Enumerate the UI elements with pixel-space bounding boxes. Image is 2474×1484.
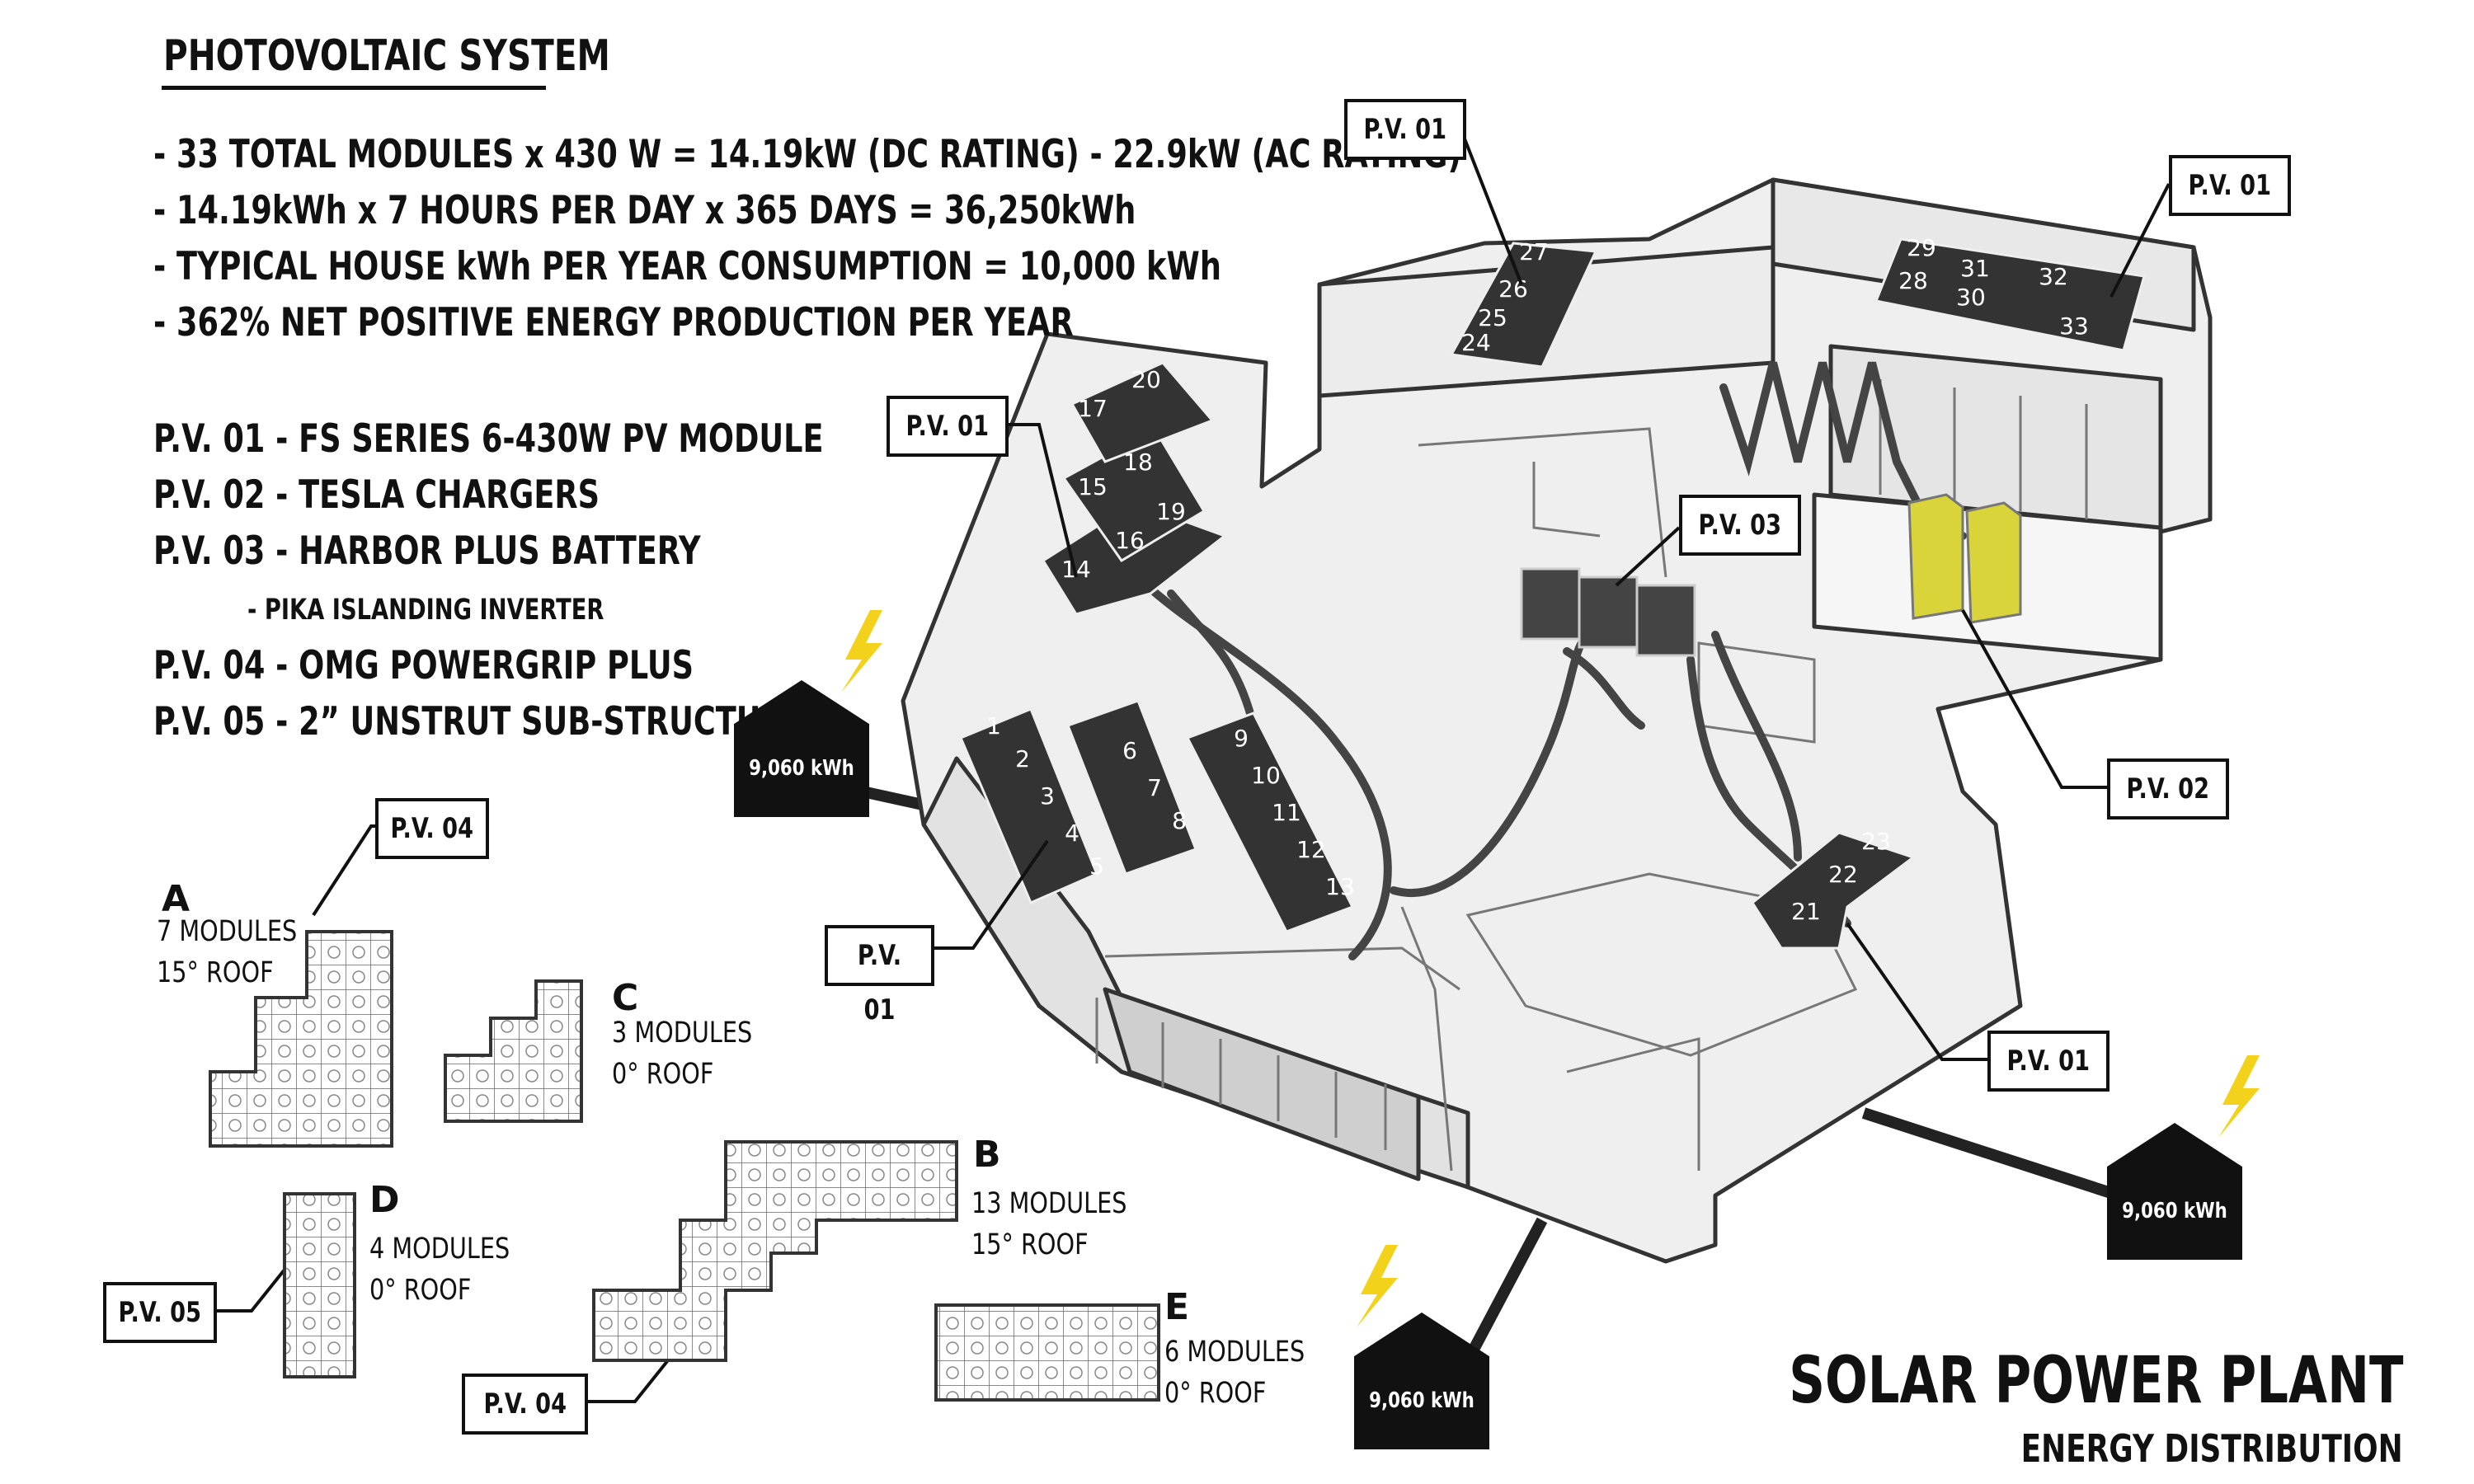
group-c-roof: 0° ROOF — [612, 1054, 752, 1095]
legend-pv03: P.V. 03 - HARBOR PLUS BATTERY — [153, 528, 701, 574]
callout-pv01-lower-right: P.V. 01 — [1987, 1031, 2109, 1092]
module-number-6: 6 — [1122, 737, 1137, 764]
callout-pv01-roof-left: P.V. 01 — [887, 396, 1009, 457]
module-number-33: 33 — [2059, 312, 2089, 340]
module-number-16: 16 — [1115, 527, 1145, 554]
legend-pv04: P.V. 04 - OMG POWERGRIP PLUS — [153, 643, 694, 688]
module-number-11: 11 — [1272, 799, 1301, 826]
group-b-roof: 15° ROOF — [971, 1224, 1126, 1266]
module-number-31: 31 — [1960, 255, 1990, 282]
lightning-bolt-left — [841, 610, 882, 693]
callout-pv01-top: P.V. 01 — [1344, 99, 1466, 160]
module-number-32: 32 — [2039, 263, 2068, 290]
group-d-letter: D — [369, 1179, 400, 1221]
group-c-modules: 3 MODULES — [612, 1012, 752, 1054]
module-number-15: 15 — [1078, 473, 1108, 500]
plant-subtitle: ENERGY DISTRIBUTION — [2021, 1426, 2403, 1471]
group-b-letter: B — [973, 1134, 1001, 1176]
callout-pv05: P.V. 05 — [103, 1282, 217, 1343]
group-d-roof: 0° ROOF — [369, 1270, 510, 1311]
lightning-bolt-right — [2218, 1055, 2260, 1138]
module-number-23: 23 — [1861, 828, 1891, 855]
callout-pv04-b: P.V. 04 — [462, 1374, 588, 1435]
legend-pv02: P.V. 02 - TESLA CHARGERS — [153, 472, 600, 518]
callout-pv01-top-right: P.V. 01 — [2169, 155, 2291, 216]
module-number-22: 22 — [1828, 861, 1858, 888]
module-number-8: 8 — [1172, 807, 1187, 834]
module-number-18: 18 — [1123, 448, 1153, 476]
module-number-9: 9 — [1234, 725, 1249, 752]
module-number-19: 19 — [1156, 498, 1186, 525]
lightning-bolt-bottom — [1357, 1245, 1398, 1327]
module-number-1: 1 — [986, 712, 1001, 740]
module-layouts — [210, 932, 1159, 1400]
module-number-21: 21 — [1791, 898, 1821, 925]
layout-d — [285, 1194, 355, 1377]
module-number-30: 30 — [1956, 284, 1986, 311]
callout-pv01-front: P.V. 01 — [825, 925, 934, 986]
group-a-modules: 7 MODULES — [157, 911, 297, 952]
module-number-20: 20 — [1131, 366, 1161, 393]
stat-line-1: - 33 TOTAL MODULES x 430 W = 14.19kW (DC… — [153, 132, 1461, 177]
group-c-info: 3 MODULES 0° ROOF — [612, 1012, 752, 1095]
title-underline — [162, 86, 546, 90]
legend-pv03-sub: - PIKA ISLANDING INVERTER — [247, 594, 604, 627]
group-d-modules: 4 MODULES — [369, 1228, 510, 1270]
module-number-24: 24 — [1461, 329, 1491, 356]
group-e-roof: 0° ROOF — [1164, 1373, 1305, 1414]
module-number-2: 2 — [1015, 745, 1030, 773]
module-number-14: 14 — [1061, 556, 1091, 583]
plant-title: SOLAR POWER PLANT — [1789, 1344, 2403, 1418]
legend-pv01: P.V. 01 - FS SERIES 6-430W PV MODULE — [153, 416, 824, 462]
module-number-29: 29 — [1907, 234, 1936, 261]
module-number-27: 27 — [1519, 238, 1549, 265]
callout-pv02: P.V. 02 — [2107, 758, 2229, 819]
layout-e — [936, 1305, 1159, 1400]
group-a-info: 7 MODULES 15° ROOF — [157, 911, 297, 993]
module-number-3: 3 — [1040, 782, 1055, 810]
group-d-info: 4 MODULES 0° ROOF — [369, 1228, 510, 1311]
module-number-26: 26 — [1498, 275, 1528, 303]
group-b-info: 13 MODULES 15° ROOF — [971, 1183, 1126, 1266]
module-number-25: 25 — [1478, 304, 1507, 331]
group-e-modules: 6 MODULES — [1164, 1331, 1305, 1373]
stat-line-2: - 14.19kWh x 7 HOURS PER DAY x 365 DAYS … — [153, 188, 1136, 233]
layout-c — [445, 981, 581, 1121]
stat-line-3: - TYPICAL HOUSE kWh PER YEAR CONSUMPTION… — [153, 244, 1221, 289]
module-number-13: 13 — [1325, 873, 1355, 900]
module-number-4: 4 — [1065, 819, 1079, 847]
callout-pv03: P.V. 03 — [1679, 495, 1801, 556]
module-number-17: 17 — [1078, 395, 1108, 422]
layout-b — [594, 1142, 957, 1360]
group-e-letter: E — [1164, 1286, 1189, 1328]
module-number-10: 10 — [1251, 762, 1281, 789]
module-number-5: 5 — [1089, 852, 1104, 880]
group-e-info: 6 MODULES 0° ROOF — [1164, 1331, 1305, 1414]
callout-pv04-a: P.V. 04 — [375, 798, 489, 859]
legend-pv05: P.V. 05 - 2” UNSTRUT SUB-STRUCTURE — [153, 699, 805, 744]
stat-line-4: - 362% NET POSITIVE ENERGY PRODUCTION PE… — [153, 300, 1074, 345]
module-number-12: 12 — [1296, 836, 1326, 863]
module-number-28: 28 — [1898, 267, 1928, 294]
system-title: PHOTOVOLTAIC SYSTEM — [163, 31, 610, 81]
group-b-modules: 13 MODULES — [971, 1183, 1126, 1224]
module-number-7: 7 — [1147, 774, 1162, 801]
group-a-roof: 15° ROOF — [157, 952, 297, 993]
